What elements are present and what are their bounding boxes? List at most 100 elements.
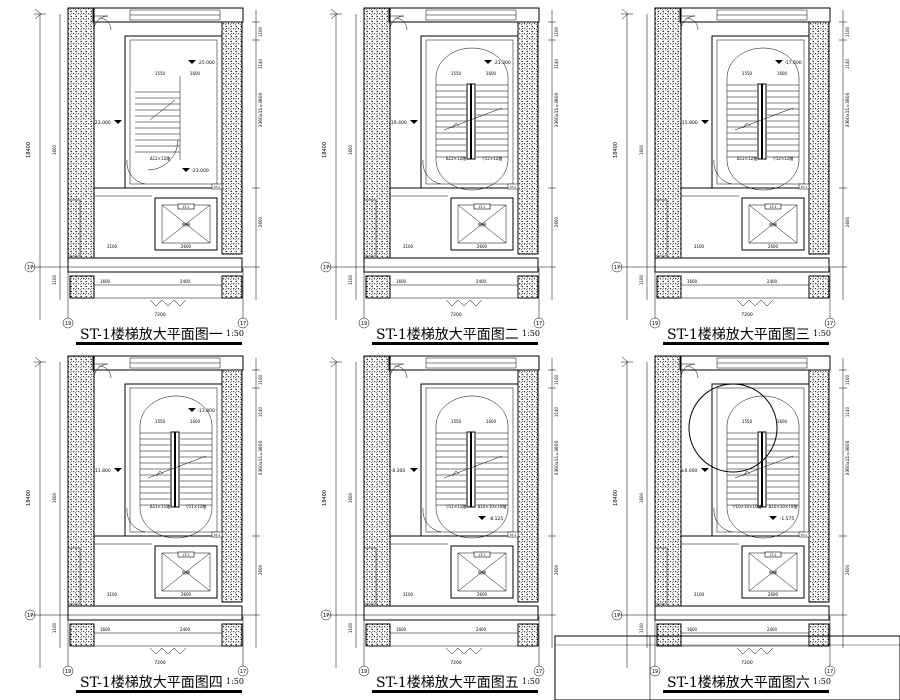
title-underline bbox=[76, 342, 242, 345]
top-wall bbox=[679, 7, 831, 23]
plan-title-5: ST-1楼梯放大平面图五 bbox=[376, 675, 519, 691]
plan-scale-1: 1:50 bbox=[226, 329, 244, 338]
elevator-shaft bbox=[154, 545, 218, 599]
door-swing bbox=[685, 17, 699, 31]
plan-scale-5: 1:50 bbox=[522, 677, 540, 686]
stair-well bbox=[124, 35, 223, 189]
elevator-shaft bbox=[450, 545, 514, 599]
elevator-id-label: LT-1 bbox=[770, 553, 777, 557]
overall-height-label: 18400 bbox=[26, 490, 32, 506]
dim-small: 2600 bbox=[554, 216, 559, 227]
bottom-wall bbox=[67, 257, 243, 273]
level-marker bbox=[182, 168, 190, 172]
dim-small: 2600 bbox=[477, 244, 488, 249]
stair-inner bbox=[129, 387, 218, 533]
bottom-wall bbox=[654, 605, 830, 621]
elevator-cross bbox=[457, 552, 507, 592]
plan-scale-3: 1:50 bbox=[813, 329, 831, 338]
elevator-tag-box bbox=[177, 203, 195, 210]
landing-oval bbox=[139, 395, 213, 539]
dim-small: 1100 bbox=[258, 26, 263, 37]
dim-small: 1100 bbox=[845, 26, 850, 37]
grid-label: 17 bbox=[27, 613, 33, 619]
dim-small: 2600 bbox=[258, 216, 263, 227]
grid-bubble bbox=[237, 317, 249, 329]
dim-small: 1600 bbox=[52, 492, 57, 503]
break-line bbox=[734, 107, 794, 131]
column-hatch-right bbox=[808, 275, 830, 299]
tag-box bbox=[211, 183, 223, 190]
arrow-mark bbox=[330, 356, 338, 368]
tag-box bbox=[211, 531, 223, 538]
grid-label: 19 bbox=[361, 321, 367, 327]
dim-small: 1100 bbox=[258, 374, 263, 385]
elevator-label: 电梯 bbox=[769, 569, 777, 575]
dim-small: 1600 bbox=[486, 419, 497, 424]
break-line bbox=[149, 99, 176, 121]
plan-title-1: ST-1楼梯放大平面图一 bbox=[80, 327, 223, 343]
dim-small: 1550 bbox=[155, 71, 166, 76]
elevator-id-label: LT-1 bbox=[183, 553, 190, 557]
column-hatch-right bbox=[808, 623, 830, 647]
bottom-wall bbox=[67, 605, 243, 621]
grid-bubble bbox=[358, 317, 370, 329]
dim-small: 1100 bbox=[52, 274, 57, 285]
column-hatch-right bbox=[517, 275, 539, 299]
column-hatch-left bbox=[365, 275, 391, 299]
grid-bubble bbox=[320, 261, 332, 273]
step-note: Δ12×12踏 bbox=[150, 155, 170, 161]
break-line bbox=[443, 107, 503, 131]
dim-small: 2400 bbox=[180, 279, 191, 284]
grid-bubble bbox=[533, 317, 545, 329]
dim-small: 1100 bbox=[554, 26, 559, 37]
dim-small: 1600 bbox=[52, 144, 57, 155]
elevator-shaft bbox=[154, 197, 218, 251]
shaft-left bbox=[654, 547, 668, 605]
elevator-tag-box bbox=[473, 551, 491, 558]
dim-small: 1600 bbox=[396, 627, 407, 632]
dim-small: 2600 bbox=[258, 564, 263, 575]
dim-small: 1600 bbox=[687, 627, 698, 632]
grid-bubble bbox=[24, 609, 36, 621]
level-label-top: -17.600 bbox=[784, 60, 802, 66]
wall-hatch-left bbox=[67, 7, 95, 259]
overall-height-label: 18400 bbox=[322, 490, 328, 506]
level-marker bbox=[114, 468, 122, 472]
grid-bubble bbox=[824, 317, 836, 329]
title-underline bbox=[372, 342, 538, 345]
dim-small: 2600 bbox=[554, 564, 559, 575]
step-note: Δ12×12踏 bbox=[446, 155, 466, 161]
dim-small: 1100 bbox=[554, 374, 559, 385]
dim-small: 1550 bbox=[155, 419, 166, 424]
top-wall bbox=[679, 355, 831, 371]
landing-oval bbox=[435, 47, 509, 191]
dim-small: 3100 bbox=[403, 592, 414, 597]
tag-label: ST-1 bbox=[510, 533, 517, 537]
overall-height-label: 18400 bbox=[613, 142, 619, 158]
wall-hatch-left bbox=[363, 355, 391, 607]
dim-small: 1600 bbox=[687, 279, 698, 284]
elevator-label: 电梯 bbox=[182, 569, 190, 575]
elevator-label: 电梯 bbox=[478, 221, 486, 227]
wall-hatch-right bbox=[221, 21, 243, 255]
plan-title-4: ST-1楼梯放大平面图四 bbox=[80, 675, 223, 691]
plan-scale-4: 1:50 bbox=[226, 677, 244, 686]
column-hatch-left bbox=[656, 623, 682, 647]
grid-bubble bbox=[649, 317, 661, 329]
dim-small: 1140 bbox=[258, 406, 263, 417]
level-label-side: -19.400 bbox=[389, 120, 407, 126]
side-dim-label: 3360x11=3800 bbox=[845, 440, 851, 475]
dim-small: 1100 bbox=[52, 622, 57, 633]
bottom-wall bbox=[363, 605, 539, 621]
elevator-shaft bbox=[450, 197, 514, 251]
width-label: 7200 bbox=[450, 312, 462, 318]
grid-label: 19 bbox=[65, 321, 71, 327]
level-label-side: -8.300 bbox=[391, 468, 406, 474]
elevator-label: 电梯 bbox=[182, 221, 190, 227]
dim-small: 1600 bbox=[348, 144, 353, 155]
width-label: 7200 bbox=[154, 312, 166, 318]
dim-small: 1600 bbox=[190, 419, 201, 424]
